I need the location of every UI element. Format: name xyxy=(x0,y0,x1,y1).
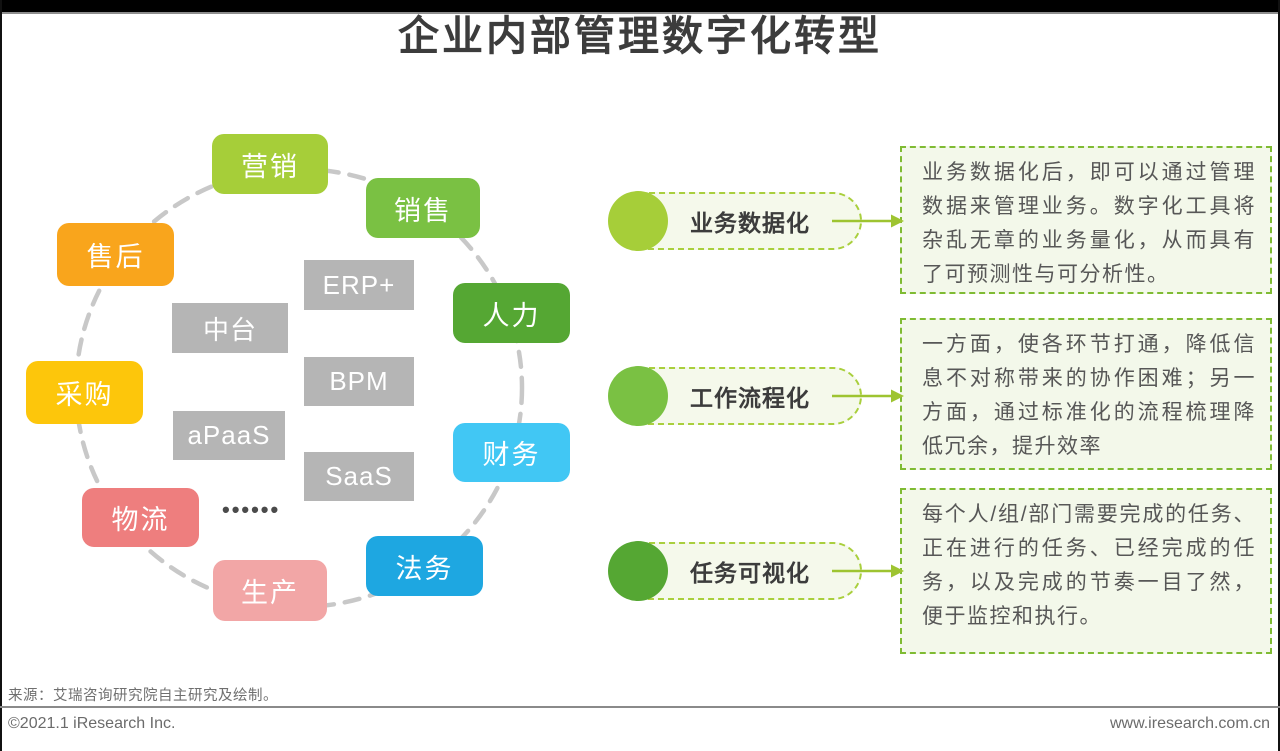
pillar-label-workflow: 工作流程化 xyxy=(690,385,810,411)
footer-url: www.iresearch.com.cn xyxy=(1109,715,1270,732)
platform-label-midplatform: 中台 xyxy=(202,314,257,345)
footer-copyright: ©2021.1 iResearch Inc. xyxy=(8,715,176,732)
platform-label-erp: ERP+ xyxy=(322,269,396,300)
platform-box-apaas: aPaaS xyxy=(173,411,285,460)
pillar-description-task-visualization: 每个人/组/部门需要完成的任务、正在进行的任务、已经完成的任务，以及完成的节奏一… xyxy=(900,488,1272,654)
top-bar-underline xyxy=(0,12,1280,14)
pillar-label-task-visualization: 任务可视化 xyxy=(690,560,810,586)
dept-label-finance: 财务 xyxy=(482,440,541,470)
right-edge-line xyxy=(1278,0,1280,751)
dept-box-finance: 财务 xyxy=(453,423,570,482)
footer-divider xyxy=(0,706,1280,708)
dept-box-sales: 销售 xyxy=(366,178,480,238)
etc-dots: •••••• xyxy=(222,497,281,522)
platform-box-erp: ERP+ xyxy=(304,260,414,310)
dept-box-production: 生产 xyxy=(213,560,327,621)
page-title: 企业内部管理数字化转型 xyxy=(398,13,882,59)
dept-box-marketing: 营销 xyxy=(212,134,328,194)
dept-box-aftersales: 售后 xyxy=(57,223,174,286)
pillar-bullet-circle-2 xyxy=(608,541,668,601)
pillar-bullet-circle-0 xyxy=(608,191,668,251)
dept-label-aftersales: 售后 xyxy=(86,242,145,272)
platform-box-bpm: BPM xyxy=(304,357,414,406)
pillar-description-workflow: 一方面，使各环节打通，降低信息不对称带来的协作困难；另一方面，通过标准化的流程梳… xyxy=(900,318,1272,470)
dept-label-logistics: 物流 xyxy=(111,505,170,535)
pillar-capsule-task-visualization: 任务可视化 xyxy=(638,542,862,600)
platform-label-apaas: aPaaS xyxy=(187,420,271,450)
pillar-bullet-circle-1 xyxy=(608,366,668,426)
top-black-bar xyxy=(0,0,1280,12)
platform-label-saas: SaaS xyxy=(325,461,393,491)
dept-box-hr: 人力 xyxy=(453,283,570,343)
platform-label-bpm: BPM xyxy=(329,366,389,396)
dept-box-legal: 法务 xyxy=(366,536,483,596)
dept-box-logistics: 物流 xyxy=(82,488,199,547)
dept-label-legal: 法务 xyxy=(395,553,454,584)
dept-label-sales: 销售 xyxy=(394,195,452,226)
dept-label-production: 生产 xyxy=(241,578,299,608)
pillar-label-business-dataization: 业务数据化 xyxy=(690,210,810,236)
dept-box-procurement: 采购 xyxy=(26,361,143,424)
dept-label-procurement: 采购 xyxy=(55,380,114,410)
source-note: 来源：艾瑞咨询研究院自主研究及绘制。 xyxy=(8,688,278,704)
pillar-description-business-dataization: 业务数据化后，即可以通过管理数据来管理业务。数字化工具将杂乱无章的业务量化，从而… xyxy=(900,146,1272,294)
platform-box-midplatform: 中台 xyxy=(172,303,288,353)
pillar-capsule-workflow: 工作流程化 xyxy=(638,367,862,425)
platform-box-saas: SaaS xyxy=(304,452,414,501)
left-edge-line xyxy=(0,0,2,751)
pillar-capsule-business-dataization: 业务数据化 xyxy=(638,192,862,250)
dept-label-marketing: 营销 xyxy=(241,151,299,182)
dept-label-hr: 人力 xyxy=(482,300,541,331)
